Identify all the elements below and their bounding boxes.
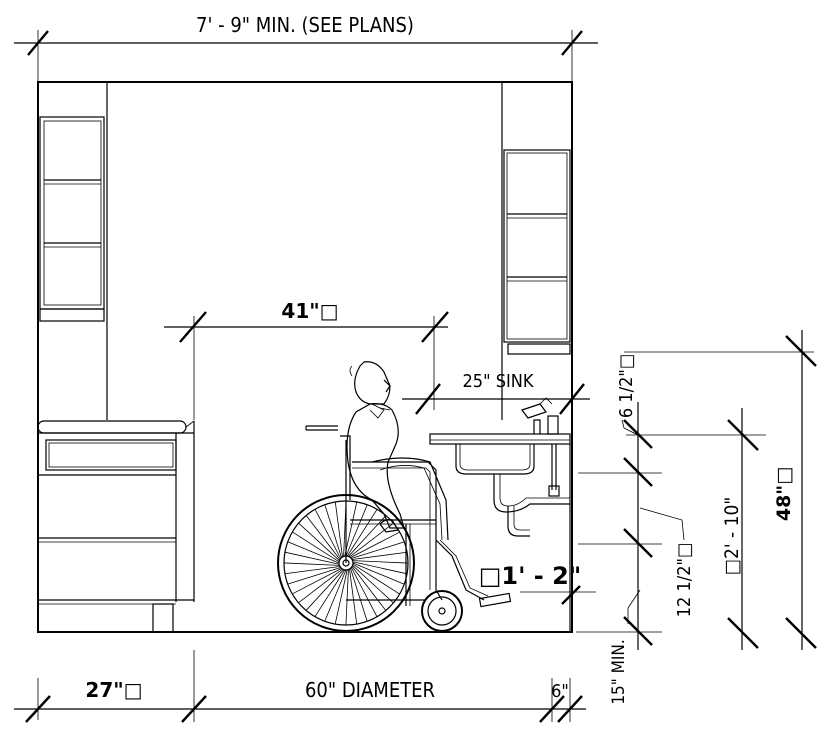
wheel-spoke bbox=[352, 551, 408, 560]
wheel-spoke bbox=[287, 567, 341, 585]
wheel-spoke bbox=[352, 565, 394, 604]
wheel-spoke bbox=[284, 566, 340, 575]
wheel-spoke bbox=[334, 501, 343, 557]
sink-label: 25" SINK bbox=[463, 371, 534, 392]
apron-height-label: □2' - 10" bbox=[721, 497, 743, 575]
wheel-spoke bbox=[348, 515, 387, 557]
bottom-right-label: 6" bbox=[551, 681, 569, 702]
right-upper-cabinet bbox=[501, 82, 571, 420]
total-height-label: 48"□ bbox=[773, 467, 795, 521]
wheel-spoke bbox=[351, 541, 405, 559]
wheel-spoke bbox=[324, 569, 347, 622]
left-base-cabinet bbox=[37, 420, 195, 633]
left-upper-cabinet bbox=[39, 82, 108, 420]
wheel-spoke bbox=[314, 569, 346, 617]
wheel-spoke bbox=[292, 531, 340, 563]
wheel-spoke bbox=[283, 562, 340, 566]
wheel-spoke bbox=[352, 562, 405, 585]
wheel-spoke bbox=[350, 568, 368, 622]
wheel-spoke bbox=[305, 569, 344, 611]
wheel-spoke bbox=[345, 569, 349, 626]
toe-min-label: 15" MIN. bbox=[609, 639, 629, 704]
wheel-spoke bbox=[352, 561, 408, 575]
room-outline bbox=[37, 81, 573, 633]
wheel-spoke bbox=[351, 566, 387, 611]
wheel-spoke bbox=[352, 563, 400, 595]
dim-bottom: 27"□ 60" DIAMETER 6" bbox=[14, 650, 586, 723]
sink-drop-label: 6 1/2"□ bbox=[616, 354, 637, 418]
wheel-spoke bbox=[351, 567, 378, 617]
wheel-spoke bbox=[298, 522, 340, 561]
knee-height-label: 12 1/2"□ bbox=[674, 543, 695, 618]
sink-assembly bbox=[429, 397, 571, 632]
wheel-spoke bbox=[292, 568, 342, 595]
wheelchair-user bbox=[277, 361, 512, 632]
dim-reach: 41"□ bbox=[164, 299, 449, 420]
wheel-spoke bbox=[287, 541, 340, 564]
wheel-spoke bbox=[349, 569, 358, 625]
wheel-spoke bbox=[324, 504, 342, 558]
turning-diameter-label: 60" DIAMETER bbox=[305, 678, 435, 702]
dim-overall-width: 7' - 9" MIN. (SEE PLANS) bbox=[14, 13, 598, 82]
wheel-spoke bbox=[298, 568, 343, 604]
dim-right-side: 48"□ □2' - 10" 6 1/2"□ 12 1/2"□ □1' - 2"… bbox=[479, 330, 817, 705]
reach-label: 41"□ bbox=[281, 299, 338, 323]
overall-width-label: 7' - 9" MIN. (SEE PLANS) bbox=[196, 13, 414, 37]
dim-sink: 25" SINK bbox=[402, 371, 590, 415]
wheel-spoke bbox=[350, 531, 400, 558]
wheel-spoke bbox=[346, 509, 378, 557]
wheel-spoke bbox=[305, 515, 341, 560]
wheel-spoke bbox=[284, 551, 340, 565]
wheel-spoke bbox=[314, 509, 341, 559]
toe-height-label: □1' - 2" bbox=[479, 562, 582, 590]
wheel-spoke bbox=[352, 560, 409, 564]
wheel-spoke bbox=[345, 504, 368, 557]
wheel-spoke bbox=[349, 522, 394, 558]
wheel-spoke bbox=[344, 501, 358, 557]
wheel-spoke bbox=[334, 569, 348, 625]
bottom-left-label: 27"□ bbox=[85, 678, 142, 702]
